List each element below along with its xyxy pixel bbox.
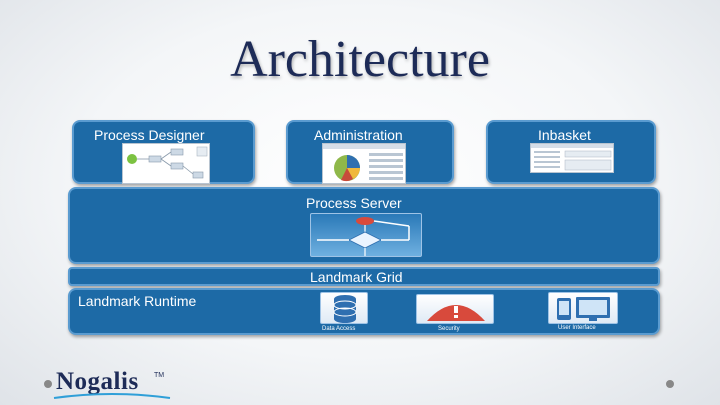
database-icon [320,292,368,324]
message-list-icon [531,144,613,171]
devices-icon [548,292,618,324]
bullet-dot-left [44,380,52,388]
administration-screenshot [322,143,406,184]
nogalis-logo: Nogalis [56,368,139,395]
trademark-mark: TM [154,372,165,379]
process-designer-panel: Process Designer [72,120,255,184]
warning-icon [416,294,494,324]
administration-label: Administration [314,127,403,143]
administration-panel: Administration [286,120,454,184]
slide-title: Architecture [230,31,490,88]
process-designer-label: Process Designer [94,127,205,143]
workflow-diagram-icon [127,146,208,179]
user-interface-caption: User Interface [558,325,596,331]
process-server-panel: Process Server [68,187,660,264]
landmark-runtime-panel: Landmark Runtime Data Access Security Us… [68,288,660,335]
landmark-grid-label: Landmark Grid [310,269,403,285]
inbasket-screenshot [530,143,614,173]
security-caption: Security [438,326,460,332]
bullet-dot-right [666,380,674,388]
inbasket-label: Inbasket [538,127,591,143]
process-flow-icon [310,213,422,257]
process-server-label: Process Server [306,195,402,211]
process-designer-screenshot [122,143,210,184]
inbasket-panel: Inbasket [486,120,656,184]
landmark-runtime-label: Landmark Runtime [78,293,197,309]
logo-swoosh-icon [53,393,171,399]
landmark-grid-panel: Landmark Grid [68,267,660,286]
pie-chart-icon [323,144,405,182]
data-access-caption: Data Access [322,326,356,332]
